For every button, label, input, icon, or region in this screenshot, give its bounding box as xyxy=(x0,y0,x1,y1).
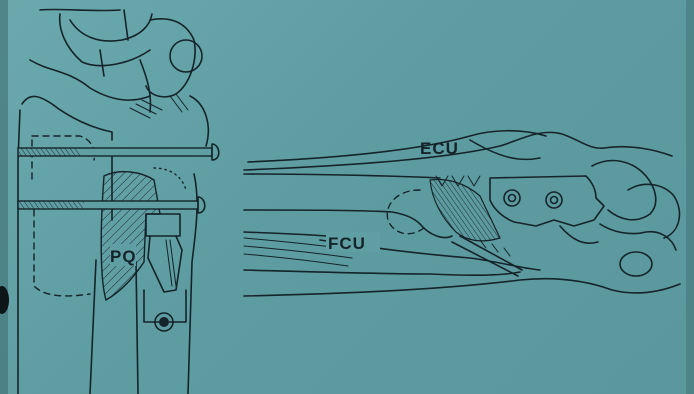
right-figure-lateral-view: ECU xyxy=(244,131,680,296)
shaft-lower-edge xyxy=(244,210,420,224)
dotted-ulna-outline xyxy=(154,168,186,190)
ligament-hatching xyxy=(130,100,162,118)
shaft-upper-edge xyxy=(244,174,440,178)
lateral-carpal-2 xyxy=(628,184,679,238)
fcu-tendon-lower-line xyxy=(244,270,520,275)
implant-screw-1-inner xyxy=(509,195,516,202)
implant-screw-1-outer xyxy=(504,190,520,206)
carpal-joint-line-2 xyxy=(100,50,104,76)
upper-screw-head xyxy=(212,144,219,160)
lower-screw-head xyxy=(198,197,205,213)
radius-right-cortex xyxy=(90,260,96,394)
pisiform-circle xyxy=(170,40,202,72)
ulna-left-cortex xyxy=(136,262,138,394)
lateral-joint-line xyxy=(560,226,598,243)
radius-distal-edge xyxy=(22,96,112,140)
ulna-implant-block xyxy=(146,214,180,236)
ulna-implant-screw-center xyxy=(159,317,169,327)
ligament-hatching-2 xyxy=(170,94,188,112)
pq-label: PQ xyxy=(110,247,137,266)
implant-plate xyxy=(490,176,604,226)
dashed-radius-outline-bottom xyxy=(34,210,90,296)
lateral-pisiform xyxy=(620,252,652,276)
right-edge-shadow xyxy=(686,0,694,394)
lateral-carpal-1 xyxy=(592,161,656,220)
carpal-joint-line-1 xyxy=(124,10,128,40)
carpal-top-arc xyxy=(40,9,120,10)
carpal-bone-2 xyxy=(70,14,152,41)
ulnar-head-lower-curve xyxy=(420,224,452,238)
ulna-implant-stem xyxy=(148,236,182,292)
lower-forearm-contour xyxy=(244,279,680,296)
left-edge-shadow xyxy=(0,0,8,394)
implant-screw-2-outer xyxy=(546,192,562,208)
carpal-bone-3 xyxy=(30,60,150,100)
carpal-bone-1 xyxy=(60,14,150,66)
ulna-implant-hatch xyxy=(166,240,176,286)
upper-screw xyxy=(18,144,219,160)
fcu-label: FCU xyxy=(328,234,366,253)
fcu-tendon-insertion-1 xyxy=(460,236,522,270)
ulna-head-edge xyxy=(190,96,208,146)
left-figure-wrist-ap-view: PQ xyxy=(18,9,219,394)
implant-screw-2-inner xyxy=(551,197,558,204)
ecu-label: ECU xyxy=(420,139,459,158)
ligament-stitches-bottom xyxy=(480,240,510,256)
